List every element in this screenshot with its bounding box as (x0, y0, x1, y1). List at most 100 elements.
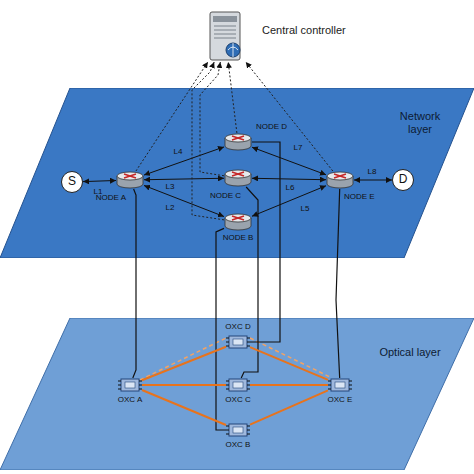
endpoint-circle: D (392, 169, 414, 191)
router-top (225, 134, 251, 142)
server-icon (200, 10, 250, 62)
oxc-core (335, 382, 345, 388)
oxc-port (247, 434, 250, 435)
router-icon (224, 169, 252, 187)
oxc-core (233, 427, 243, 433)
link-label: L3 (166, 182, 175, 191)
server-vent (214, 26, 236, 27)
oxc-port (139, 389, 142, 390)
oxc-port (247, 426, 250, 427)
oxc-port (226, 381, 229, 382)
router-node: NODE D (224, 133, 252, 151)
server-vent (214, 34, 236, 35)
oxc-port (247, 338, 250, 339)
router-node: NODE E (326, 171, 354, 189)
server-case (210, 12, 240, 60)
router-icon (224, 213, 252, 231)
router-arrow (232, 136, 244, 140)
link-label: L2 (166, 203, 175, 212)
oxc-icon (226, 378, 250, 392)
link-label: L7 (294, 143, 303, 152)
router-arrow (124, 174, 136, 178)
oxc-icon (226, 423, 250, 437)
router-node: NODE C (224, 169, 252, 187)
oxc-port (349, 381, 352, 382)
link-label: L1 (94, 187, 103, 196)
oxc-body (229, 379, 247, 391)
link-label: L6 (286, 183, 295, 192)
oxc-port (226, 430, 229, 431)
oxc-port (349, 385, 352, 386)
router-icon (326, 171, 354, 189)
node-label: Central controller (262, 24, 346, 37)
oxc-port (328, 385, 331, 386)
server-vent (214, 38, 236, 39)
network-layer-plane: Network layerSNODE DNODE ANODE CNODE EDN… (0, 88, 474, 258)
server-vent (214, 30, 236, 31)
router-icon (224, 133, 252, 151)
oxc-port (118, 381, 121, 382)
oxc-body (229, 424, 247, 436)
optical-fiber (142, 384, 226, 386)
oxc-port (226, 426, 229, 427)
node-label: NODE C (210, 191, 241, 200)
node-label: OXC E (328, 395, 353, 404)
oxc-port (247, 381, 250, 382)
router-arrow (124, 174, 136, 178)
router-arrow (232, 216, 244, 220)
oxc-body (229, 336, 247, 348)
router-arrow (232, 172, 244, 176)
router-arrow (334, 174, 346, 178)
router-top (225, 214, 251, 222)
oxc-port (226, 346, 229, 347)
node-label: OXC C (225, 395, 250, 404)
link-label: L4 (174, 147, 183, 156)
router-arrow (232, 136, 244, 140)
router-top (117, 172, 143, 180)
router-node: NODE B (224, 213, 252, 231)
oxc-switch: OXC B (226, 423, 250, 437)
network-link (354, 180, 392, 181)
oxc-body (331, 379, 349, 391)
oxc-core (233, 382, 243, 388)
node-label: OXC B (226, 440, 251, 449)
node-label: NODE D (256, 122, 287, 131)
endpoint-circle: S (61, 171, 83, 193)
optical-fiber (250, 384, 328, 386)
oxc-icon (118, 378, 142, 392)
oxc-switch: OXC A (118, 378, 142, 392)
oxc-icon (226, 335, 250, 349)
oxc-port (226, 338, 229, 339)
oxc-port (328, 381, 331, 382)
server-globe (226, 43, 240, 57)
oxc-port (226, 385, 229, 386)
oxc-port (226, 389, 229, 390)
oxc-port (139, 385, 142, 386)
oxc-port (349, 389, 352, 390)
oxc-body (121, 379, 139, 391)
router-top (327, 172, 353, 180)
oxc-port (247, 346, 250, 347)
layer-label: Optical layer (378, 346, 442, 359)
oxc-port (247, 389, 250, 390)
endpoint-label: S (62, 172, 82, 191)
link-label: L8 (368, 167, 377, 176)
oxc-core (233, 339, 243, 345)
router-arrow (232, 172, 244, 176)
oxc-switch: OXC D (226, 335, 250, 349)
layer-plane (0, 88, 474, 258)
node-label: OXC D (225, 322, 250, 331)
oxc-icon (328, 378, 352, 392)
oxc-port (247, 430, 250, 431)
oxc-port (247, 385, 250, 386)
router-icon (116, 171, 144, 189)
server-drive (213, 16, 237, 22)
oxc-core (125, 382, 135, 388)
router-arrow (334, 174, 346, 178)
router-arrow (232, 216, 244, 220)
layer-plane (0, 318, 474, 470)
oxc-switch: OXC C (226, 378, 250, 392)
optical-layer-plane: Optical layer OXC D OXC A OXC C OXC E OXC B (0, 318, 474, 470)
